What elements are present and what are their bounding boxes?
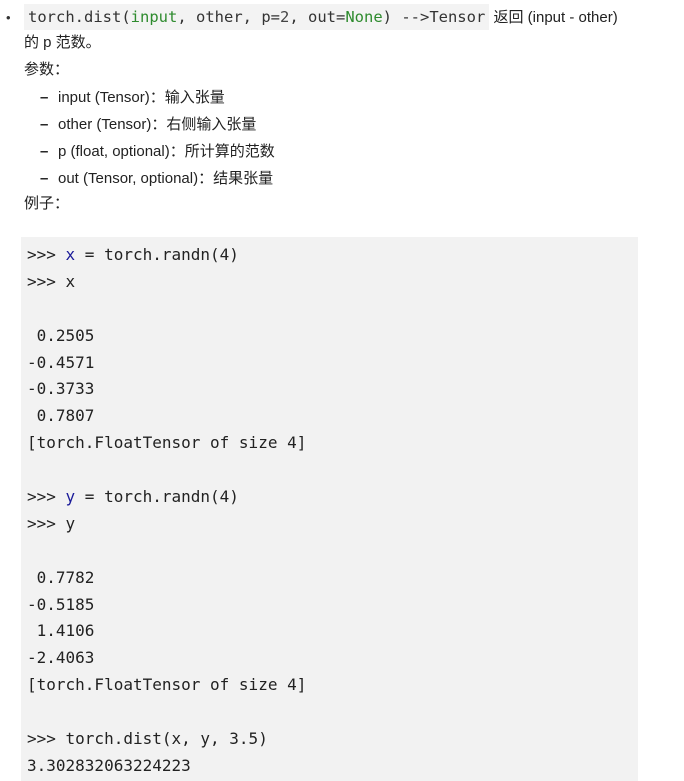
param-item-input: –input (Tensor)：输入张量 (40, 84, 275, 111)
code-var: x (65, 245, 76, 264)
param-name: out (Tensor, optional) (58, 170, 199, 187)
param-item-other: –other (Tensor)：右侧输入张量 (40, 111, 275, 138)
dash-icon: – (40, 170, 49, 187)
code-example-block[interactable]: >>> x = torch.randn(4) >>> x 0.2505 -0.4… (21, 237, 638, 781)
output-value: -0.4571 (27, 352, 95, 372)
param-desc: ：输入张量 (149, 89, 225, 106)
output-value: 0.7782 (27, 567, 95, 587)
output-value: -0.3733 (27, 379, 95, 399)
code-text: = torch.randn(4) (75, 487, 239, 507)
function-signature-line: • torch.dist(input, other, p=2, out=None)… (6, 4, 678, 30)
code-line: >>> torch.dist(x, y, 3.5) (27, 729, 268, 749)
function-signature: torch.dist(input, other, p=2, out=None) … (24, 4, 490, 30)
blank-line (27, 296, 638, 323)
prompt: >>> (27, 245, 66, 264)
sig-arg-input: input (130, 8, 178, 26)
sig-p-default: 2 (279, 8, 290, 26)
sig-out-default: None (345, 8, 383, 26)
output-result: 3.302832063224223 (27, 755, 191, 775)
param-item-out: –out (Tensor, optional)：结果张量 (40, 165, 275, 192)
sig-sep2: , out= (289, 8, 346, 26)
example-heading: 例子： (24, 195, 70, 212)
blank-line (27, 457, 638, 484)
description-continuation: 的 p 范数。 (24, 34, 101, 51)
code-line: >>> y = torch.randn(4) (27, 484, 638, 511)
param-desc: ：所计算的范数 (169, 143, 275, 160)
dash-icon: – (40, 143, 49, 160)
output-type: [torch.FloatTensor of size 4] (27, 433, 307, 453)
param-list: –input (Tensor)：输入张量 –other (Tensor)：右侧输… (40, 84, 275, 192)
param-name: p (float, optional) (58, 143, 170, 160)
dash-icon: – (40, 89, 49, 106)
blank-line (27, 538, 638, 565)
code-line: >>> y (27, 513, 76, 533)
sig-close: ) -->Tensor (382, 8, 486, 26)
function-description: 返回 (input - other) (489, 9, 618, 26)
blank-line (27, 699, 638, 726)
code-line: >>> x = torch.randn(4) (27, 242, 638, 269)
output-value: 1.4106 (27, 621, 95, 641)
param-item-p: –p (float, optional)：所计算的范数 (40, 138, 275, 165)
output-value: -2.4063 (27, 648, 95, 668)
code-line: >>> x (27, 271, 76, 291)
code-text: = torch.randn(4) (75, 245, 239, 264)
sig-sep1: , other, p= (177, 8, 280, 26)
output-value: 0.7807 (27, 406, 95, 426)
output-value: 0.2505 (27, 325, 95, 345)
code-var: y (65, 487, 76, 507)
param-name: input (Tensor) (58, 89, 150, 106)
prompt: >>> (27, 487, 66, 507)
param-desc: ：右侧输入张量 (151, 116, 257, 133)
param-desc: ：结果张量 (198, 170, 274, 187)
bullet: • (6, 10, 11, 25)
param-name: other (Tensor) (58, 116, 152, 133)
dash-icon: – (40, 116, 49, 133)
params-heading: 参数： (24, 61, 70, 78)
output-type: [torch.FloatTensor of size 4] (27, 675, 307, 695)
output-value: -0.5185 (27, 594, 95, 614)
sig-func: torch.dist( (28, 8, 131, 26)
